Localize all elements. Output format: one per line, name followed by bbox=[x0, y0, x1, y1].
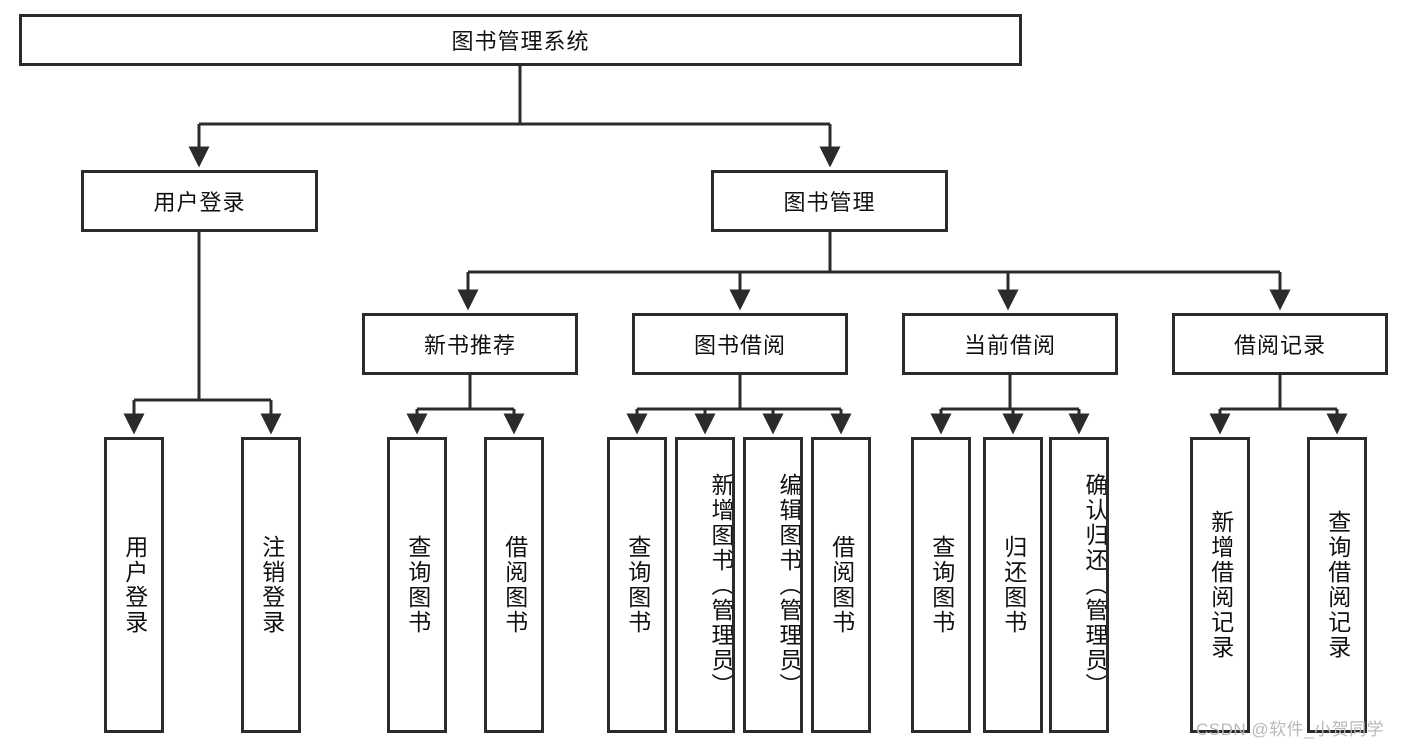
node-user-login[interactable]: 用户登录 bbox=[81, 170, 318, 232]
leaf-add-borrow-record[interactable]: 新增借阅记录 bbox=[1190, 437, 1250, 733]
leaf-query-book-borrow[interactable]: 查询图书 bbox=[607, 437, 667, 733]
leaf-return-book[interactable]: 归还图书 bbox=[983, 437, 1043, 733]
node-current-borrow[interactable]: 当前借阅 bbox=[902, 313, 1118, 375]
node-new-book-recommend[interactable]: 新书推荐 bbox=[362, 313, 578, 375]
node-book-borrow[interactable]: 图书借阅 bbox=[632, 313, 848, 375]
leaf-user-login[interactable]: 用户登录 bbox=[104, 437, 164, 733]
leaf-add-book-admin[interactable]: 新增图书（管理员） bbox=[675, 437, 735, 733]
leaf-query-book-newbook[interactable]: 查询图书 bbox=[387, 437, 447, 733]
leaf-query-book-current[interactable]: 查询图书 bbox=[911, 437, 971, 733]
leaf-logout[interactable]: 注销登录 bbox=[241, 437, 301, 733]
leaf-edit-book-admin[interactable]: 编辑图书（管理员） bbox=[743, 437, 803, 733]
node-book-management[interactable]: 图书管理 bbox=[711, 170, 948, 232]
node-borrow-record[interactable]: 借阅记录 bbox=[1172, 313, 1388, 375]
watermark-text: CSDN @软件_小贺同学 bbox=[1196, 720, 1385, 739]
leaf-query-borrow-record[interactable]: 查询借阅记录 bbox=[1307, 437, 1367, 733]
leaf-borrow-book-newbook[interactable]: 借阅图书 bbox=[484, 437, 544, 733]
node-root-system[interactable]: 图书管理系统 bbox=[19, 14, 1022, 66]
leaf-borrow-book[interactable]: 借阅图书 bbox=[811, 437, 871, 733]
leaf-confirm-return-admin[interactable]: 确认归还（管理员） bbox=[1049, 437, 1109, 733]
